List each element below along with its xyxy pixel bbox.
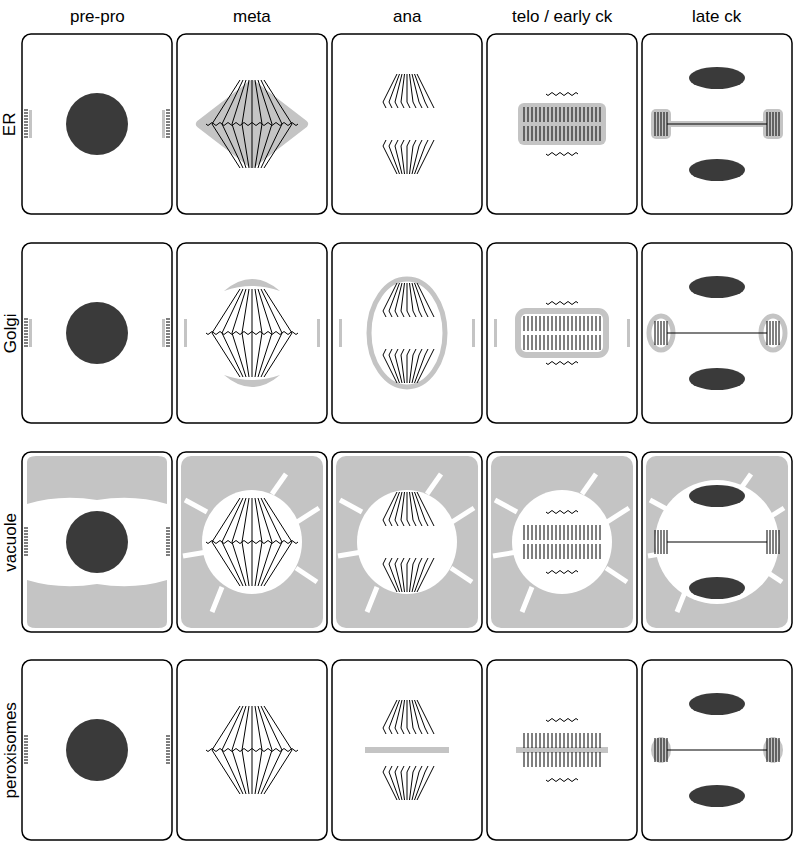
cell-panel	[332, 452, 482, 632]
row-label: Golgi	[2, 314, 21, 354]
cell-panel	[642, 243, 792, 423]
column-header: ana	[393, 8, 421, 27]
cell-panel	[177, 243, 327, 423]
row-label: ER	[1, 113, 20, 137]
cell-panel	[332, 660, 482, 840]
column-header: late ck	[692, 8, 741, 27]
cell-panel	[487, 660, 637, 840]
cell-panel	[642, 34, 792, 214]
cell-panel	[22, 34, 172, 214]
cell-panel	[332, 243, 482, 423]
cell-panel	[177, 452, 327, 632]
column-header: pre-pro	[70, 8, 125, 27]
cell-panel	[487, 243, 637, 423]
cell-panel	[177, 660, 327, 840]
row-label: vacuole	[2, 513, 21, 572]
cell-panel	[487, 452, 637, 632]
cell-panel	[22, 660, 172, 840]
cell-panel	[332, 34, 482, 214]
column-header: meta	[233, 8, 271, 27]
row-label: peroxisomes	[2, 702, 21, 798]
cell-panel	[642, 660, 792, 840]
cell-panel	[22, 452, 172, 632]
cell-panel	[487, 34, 637, 214]
cell-panel	[177, 34, 327, 214]
cell-panel	[642, 452, 792, 632]
cell-panel	[22, 243, 172, 423]
column-header: telo / early ck	[512, 8, 612, 27]
